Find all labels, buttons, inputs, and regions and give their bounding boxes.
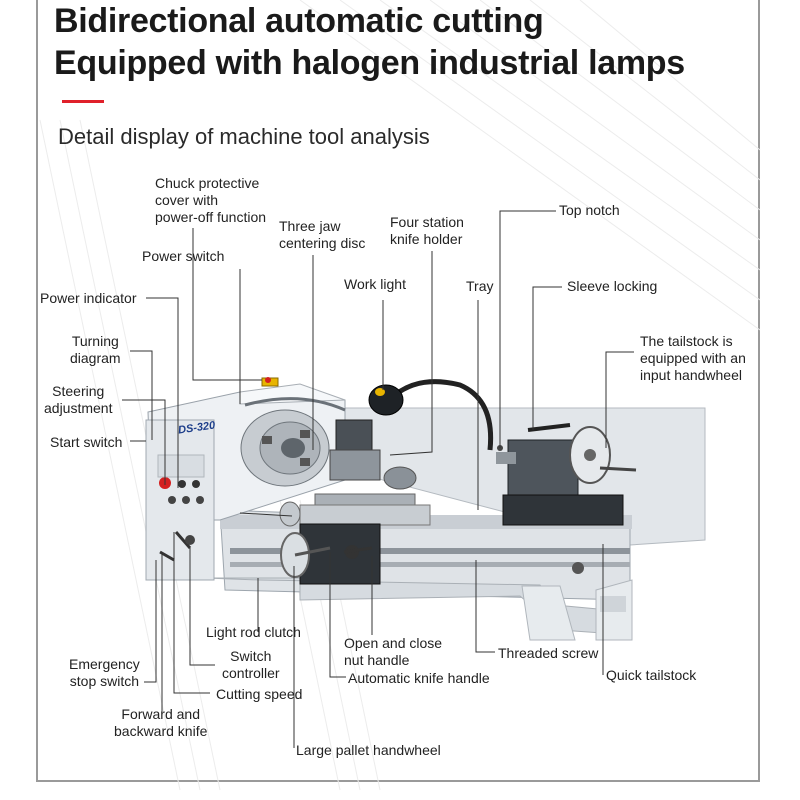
section-subtitle: Detail display of machine tool analysis [58, 124, 430, 149]
label-threaded-screw: Threaded screw [498, 645, 599, 661]
label-pallet-handwheel: Large pallet handwheel [296, 742, 441, 758]
label-top-notch: Top notch [559, 202, 620, 218]
chuck [240, 409, 330, 487]
label-power-indicator: Power indicator [40, 290, 137, 306]
lathe-illustration [145, 377, 706, 641]
tool-post-and-carriage [299, 419, 431, 585]
label-power-switch: Power switch [142, 248, 225, 264]
tailstock [496, 423, 637, 574]
label-cutting-speed: Cutting speed [216, 686, 303, 702]
work-light [368, 379, 494, 451]
label-light-rod-clutch: Light rod clutch [206, 624, 301, 640]
label-work-light: Work light [344, 276, 406, 292]
label-quick-tailstock: Quick tailstock [606, 667, 697, 683]
label-tray: Tray [466, 278, 494, 294]
title-line-1: Bidirectional automatic cutting [54, 2, 544, 40]
leader-lines [122, 210, 634, 748]
label-auto-knife: Automatic knife handle [348, 670, 490, 686]
handwheels [279, 501, 373, 578]
content-frame [36, 0, 760, 782]
accent-bar [62, 100, 104, 103]
label-start-switch: Start switch [50, 434, 123, 450]
title-line-2: Equipped with halogen industrial lamps [54, 44, 685, 82]
label-sleeve-locking: Sleeve locking [567, 278, 658, 294]
